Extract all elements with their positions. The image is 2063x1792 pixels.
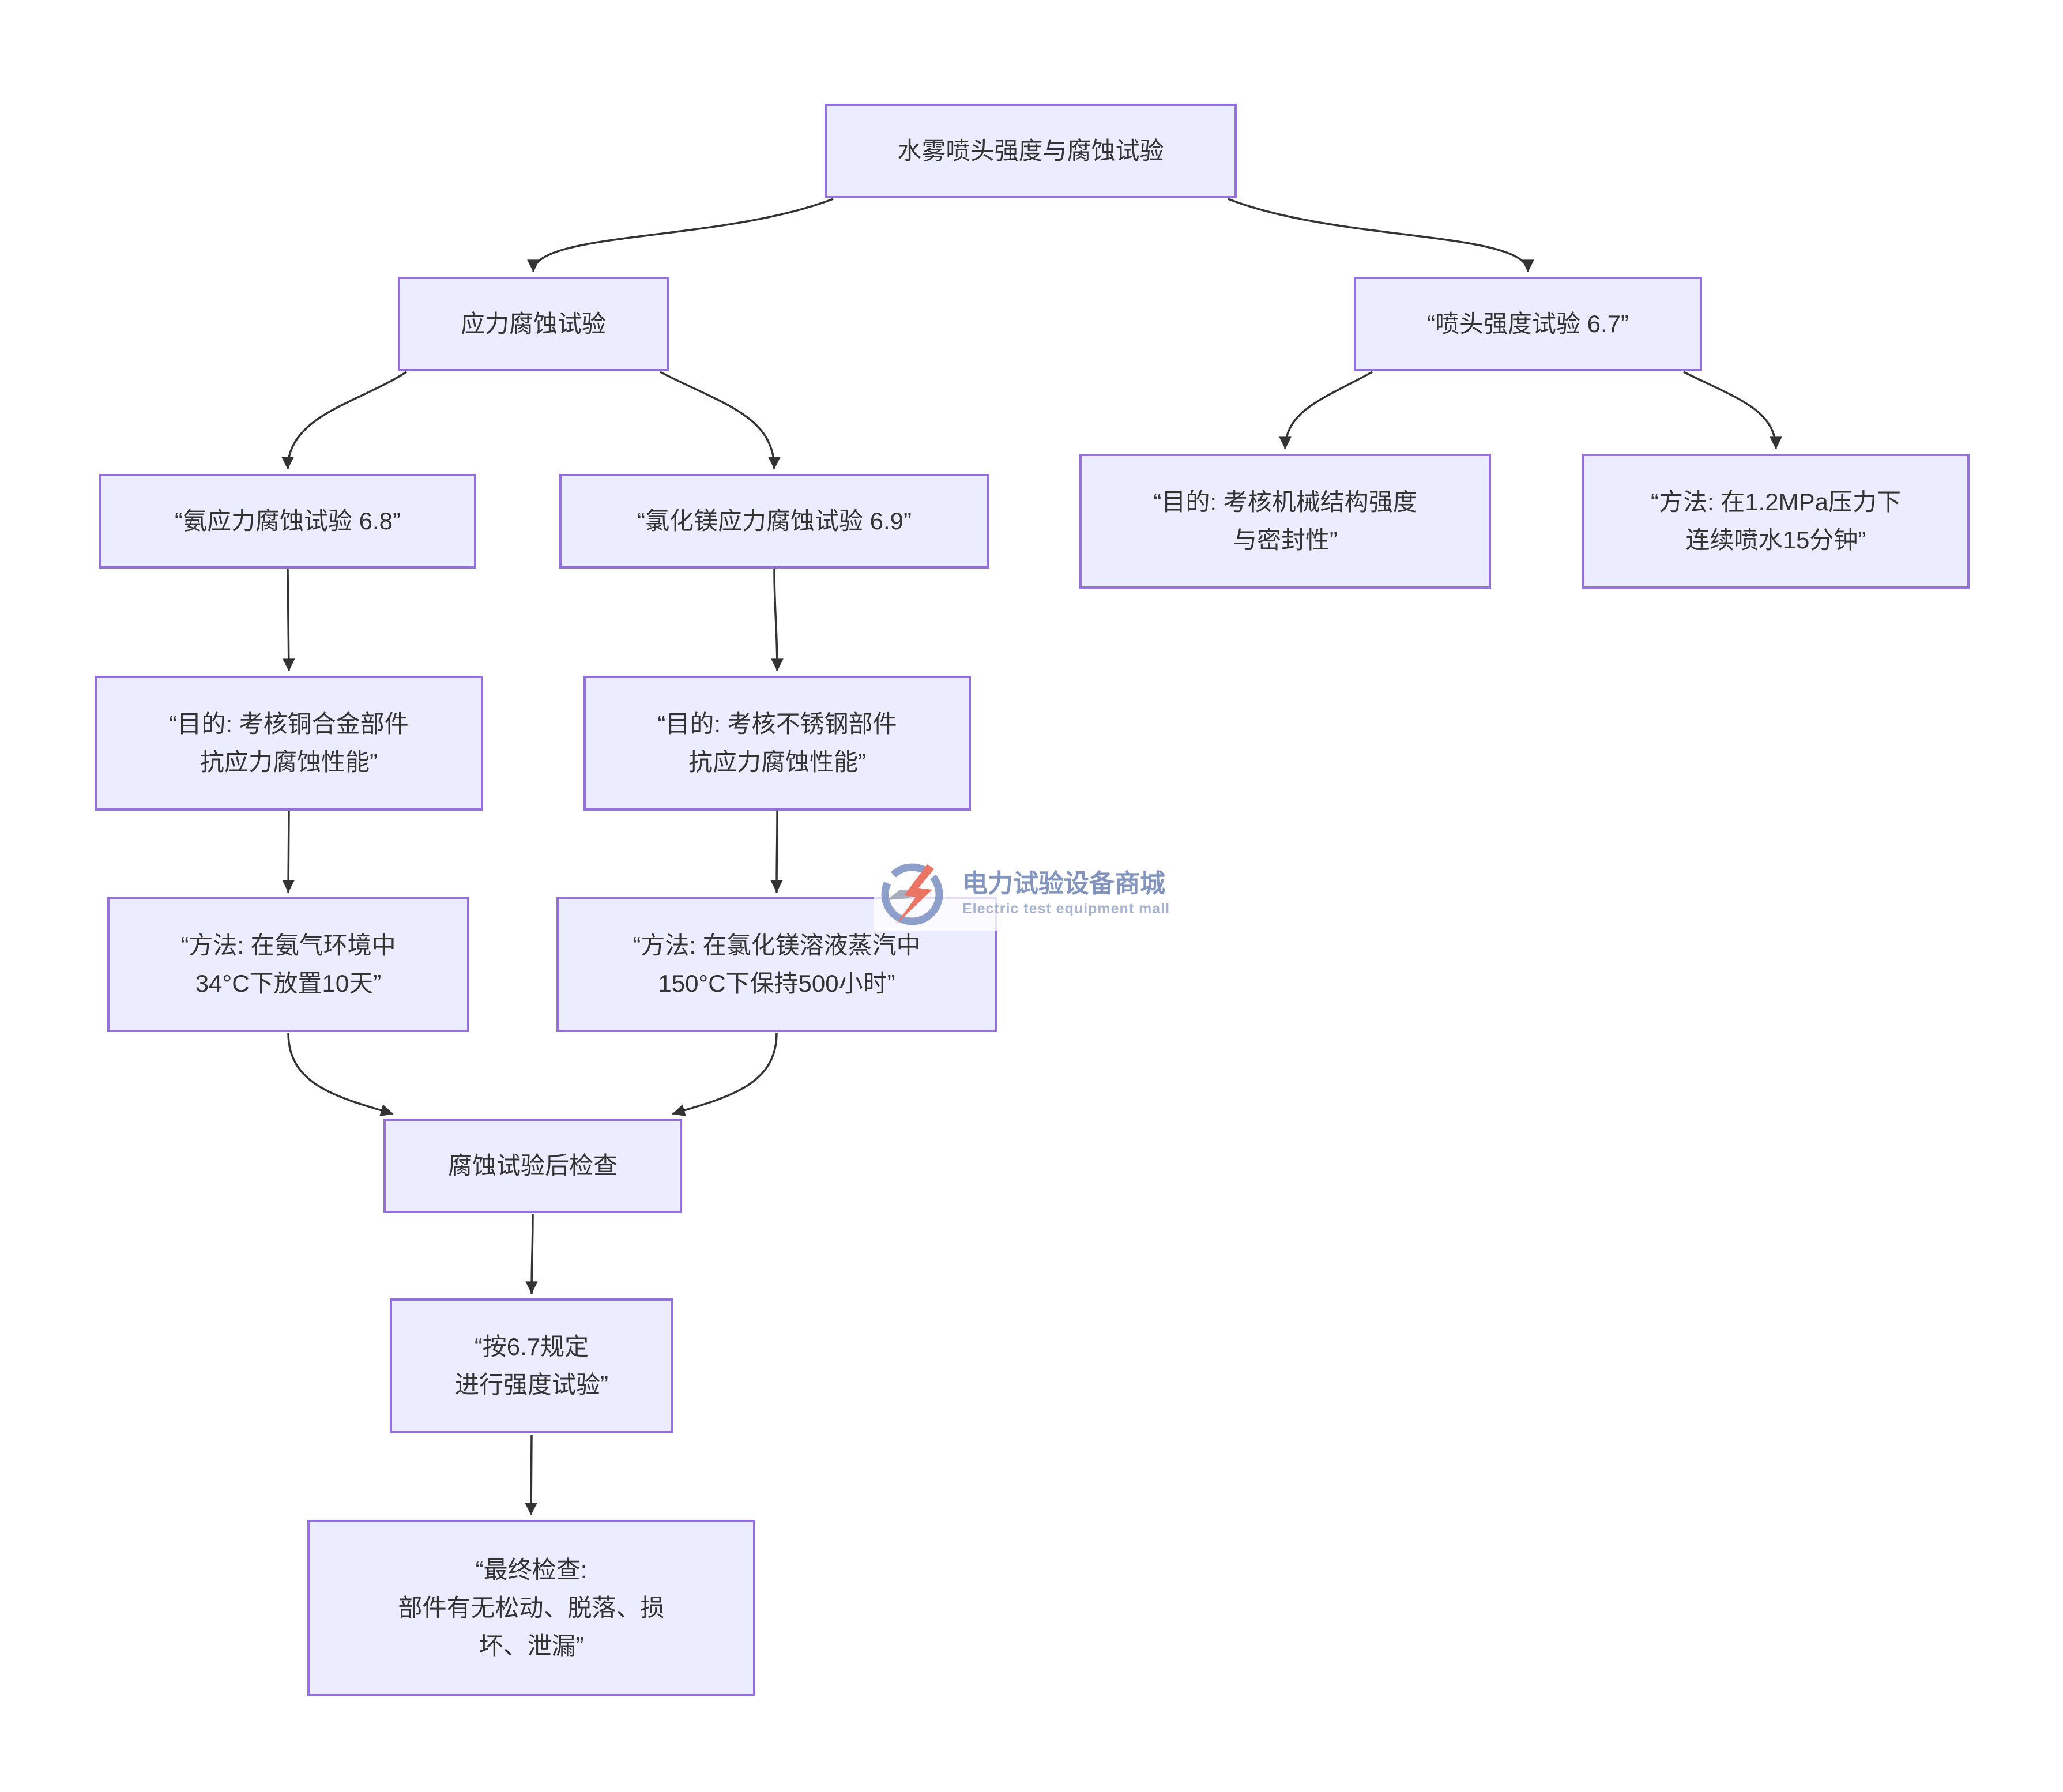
watermark-logo-icon xyxy=(881,863,943,925)
edge-retest-to-final-check xyxy=(525,1434,537,1516)
edge-mgcl-to-purpose xyxy=(771,569,784,672)
node-final-check: “最终检查: 部件有无松动、脱落、损 坏、泄漏” xyxy=(307,1520,755,1696)
node-mgcl-stress-test: “氯化镁应力腐蚀试验 6.9” xyxy=(559,474,989,569)
node-strength-method: “方法: 在1.2MPa压力下 连续喷水15分钟” xyxy=(1582,454,1970,589)
node-ammonia-method: “方法: 在氨气环境中 34°C下放置10天” xyxy=(107,897,469,1032)
node-strength-retest: “按6.7规定 进行强度试验” xyxy=(390,1298,673,1433)
edge-nozzle-to-purpose xyxy=(1279,371,1373,450)
node-root: 水雾喷头强度与腐蚀试验 xyxy=(825,104,1237,198)
watermark: 电力试验设备商城 Electric test equipment mall xyxy=(874,857,1176,931)
edge-root-to-nozzle-strength xyxy=(1228,198,1534,273)
edge-ammonia-method-to-post-check xyxy=(287,1032,394,1117)
edge-nozzle-to-method xyxy=(1683,371,1782,450)
edge-ammonia-purpose-to-method xyxy=(282,811,295,893)
watermark-subtitle: Electric test equipment mall xyxy=(962,901,1170,917)
node-nozzle-strength-test: “喷头强度试验 6.7” xyxy=(1354,277,1702,371)
node-ammonia-purpose: “目的: 考核铜合金部件 抗应力腐蚀性能” xyxy=(95,676,483,811)
node-post-corrosion-check: 腐蚀试验后检查 xyxy=(383,1119,682,1213)
edge-root-to-stress xyxy=(527,198,834,273)
edge-mgcl-method-to-post-check xyxy=(672,1032,778,1117)
edge-stress-to-ammonia xyxy=(281,371,407,470)
watermark-title: 电力试验设备商城 xyxy=(962,869,1165,898)
node-stress-corrosion-test: 应力腐蚀试验 xyxy=(398,277,669,371)
edge-ammonia-to-purpose xyxy=(282,569,295,672)
edge-stress-to-mgcl xyxy=(660,371,781,470)
edge-post-check-to-retest xyxy=(525,1214,538,1294)
node-ammonia-stress-test: “氨应力腐蚀试验 6.8” xyxy=(99,474,476,569)
node-strength-purpose: “目的: 考核机械结构强度 与密封性” xyxy=(1079,454,1491,589)
node-mgcl-purpose: “目的: 考核不锈钢部件 抗应力腐蚀性能” xyxy=(583,676,971,811)
